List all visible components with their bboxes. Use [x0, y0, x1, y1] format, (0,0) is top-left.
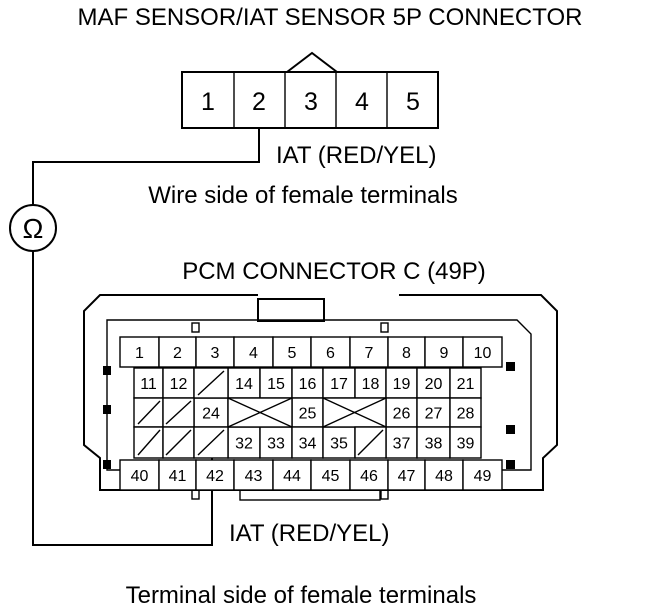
pcm-pin-5: 5: [288, 345, 297, 362]
pcm-pin-6: 6: [326, 345, 335, 362]
pcm-pin-4: 4: [249, 345, 258, 362]
pcm-pin-14: 14: [235, 376, 253, 393]
pcm-pin-9: 9: [440, 345, 449, 362]
pcm-pin-44: 44: [283, 468, 301, 485]
pcm-connector-title: PCM CONNECTOR C (49P): [182, 258, 486, 285]
maf-connector: 1 2 3 4 5: [181, 51, 439, 129]
pcm-pin-26: 26: [393, 406, 411, 423]
pcm-pin-35: 35: [330, 436, 348, 453]
pcm-pin-47: 47: [398, 468, 416, 485]
pcm-pin-25: 25: [299, 406, 317, 423]
maf-iat-wire-label: IAT (RED/YEL): [276, 142, 436, 169]
pcm-pin-42: 42: [206, 468, 224, 485]
pcm-pin-19: 19: [393, 376, 411, 393]
pcm-pin-49: 49: [474, 468, 492, 485]
meter-lead-top: [32, 128, 260, 205]
pcm-pin-27: 27: [425, 406, 443, 423]
pcm-pin-46: 46: [360, 468, 378, 485]
maf-pin-1: 1: [201, 88, 215, 116]
pcm-pin-45: 45: [322, 468, 340, 485]
pcm-pin-48: 48: [435, 468, 453, 485]
pcm-pin-41: 41: [169, 468, 187, 485]
pcm-latch: [257, 298, 325, 322]
pcm-pin-15: 15: [267, 376, 285, 393]
pcm-pin-10: 10: [474, 345, 492, 362]
pcm-pin-12: 12: [170, 376, 188, 393]
pcm-pin-32: 32: [235, 436, 253, 453]
maf-pin-3: 3: [304, 88, 318, 116]
maf-connector-lock-tab: [286, 51, 338, 73]
pcm-pin-2: 2: [173, 345, 182, 362]
pcm-pin-24: 24: [202, 406, 220, 423]
pcm-pin-20: 20: [425, 376, 443, 393]
pcm-pin-21: 21: [457, 376, 475, 393]
pcm-pin-28: 28: [457, 406, 475, 423]
pcm-pin-33: 33: [267, 436, 285, 453]
pcm-pin-34: 34: [299, 436, 317, 453]
pcm-pin-1: 1: [135, 345, 144, 362]
maf-connector-title: MAF SENSOR/IAT SENSOR 5P CONNECTOR: [78, 4, 583, 31]
pcm-pin-38: 38: [425, 436, 443, 453]
pcm-pin-43: 43: [245, 468, 263, 485]
ohmmeter-icon: Ω: [9, 204, 57, 252]
pcm-pin-18: 18: [362, 376, 380, 393]
maf-pin-4: 4: [355, 88, 369, 116]
pcm-pin-3: 3: [211, 345, 220, 362]
maf-side-label: Wire side of female terminals: [148, 182, 457, 209]
pcm-pin-17: 17: [330, 376, 348, 393]
ohm-symbol: Ω: [23, 213, 44, 244]
maf-pin-2: 2: [252, 88, 266, 116]
pcm-side-label: Terminal side of female terminals: [126, 582, 477, 609]
pcm-pin-40: 40: [131, 468, 149, 485]
meter-lead-bottom: [32, 251, 213, 546]
pcm-pin-8: 8: [402, 345, 411, 362]
pcm-inner-shell: [106, 319, 532, 471]
pcm-pin-7: 7: [365, 345, 374, 362]
pcm-pin-39: 39: [457, 436, 475, 453]
pcm-pin-11: 11: [140, 376, 157, 393]
maf-connector-body: [181, 71, 439, 129]
pcm-pin-37: 37: [393, 436, 411, 453]
pcm-pin-16: 16: [299, 376, 317, 393]
pcm-iat-wire-label: IAT (RED/YEL): [229, 520, 389, 547]
maf-pin-5: 5: [406, 88, 420, 116]
